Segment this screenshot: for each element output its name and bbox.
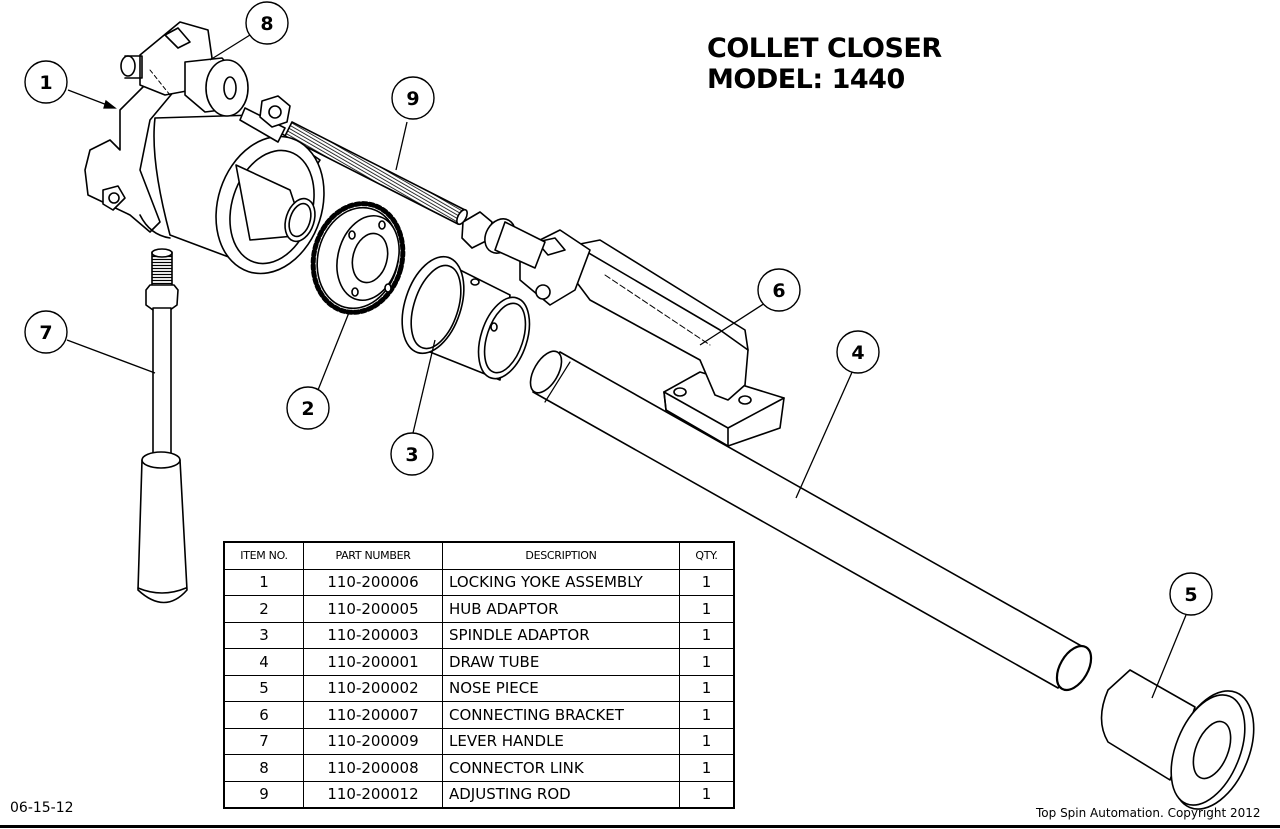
cell-part-number: 110-200009 — [303, 727, 443, 755]
cell-description: LEVER HANDLE — [442, 727, 680, 755]
cell-qty: 1 — [679, 727, 735, 755]
hub-adaptor-part — [310, 201, 406, 315]
cell-qty: 1 — [679, 780, 735, 809]
title-line-model: MODEL: 1440 — [707, 64, 905, 95]
cell-description: HUB ADAPTOR — [442, 595, 680, 623]
cell-description: CONNECTOR LINK — [442, 754, 680, 782]
spindle-adaptor-part — [401, 255, 531, 381]
header-item-no: ITEM NO. — [223, 541, 304, 570]
balloon-2: 2 — [286, 386, 330, 430]
cell-description: LOCKING YOKE ASSEMBLY — [442, 568, 680, 596]
balloon-7: 7 — [24, 310, 68, 354]
drawing-title: COLLET CLOSER MODEL: 1440 — [707, 33, 942, 95]
bottom-border-rule — [0, 825, 1280, 828]
cell-qty: 1 — [679, 648, 735, 676]
cell-item-no: 7 — [223, 727, 304, 755]
cell-item-no: 8 — [223, 754, 304, 782]
cell-part-number: 110-200007 — [303, 701, 443, 729]
cell-description: NOSE PIECE — [442, 674, 680, 702]
cell-qty: 1 — [679, 568, 735, 596]
cell-part-number: 110-200003 — [303, 621, 443, 649]
balloon-8: 8 — [245, 1, 289, 45]
balloon-label: 6 — [772, 280, 785, 302]
balloon-4: 4 — [836, 330, 880, 374]
connecting-bracket-part — [519, 229, 785, 447]
cell-part-number: 110-200006 — [303, 568, 443, 596]
balloon-3: 3 — [390, 432, 434, 476]
cell-item-no: 6 — [223, 701, 304, 729]
balloon-6: 6 — [757, 268, 801, 312]
leader-lines — [66, 34, 1187, 699]
balloon-label: 8 — [260, 13, 273, 35]
cell-item-no: 1 — [223, 568, 304, 596]
drawing-date: 06-15-12 — [10, 800, 74, 816]
title-line-product: COLLET CLOSER — [707, 33, 942, 64]
adjusting-rod-part — [284, 121, 468, 226]
cell-item-no: 9 — [223, 780, 304, 809]
cell-part-number: 110-200001 — [303, 648, 443, 676]
adjusting-rod-end — [461, 211, 546, 269]
balloon-9: 9 — [391, 76, 435, 120]
header-description: DESCRIPTION — [442, 541, 680, 570]
cell-description: CONNECTING BRACKET — [442, 701, 680, 729]
cell-part-number: 110-200005 — [303, 595, 443, 623]
cell-description: DRAW TUBE — [442, 648, 680, 676]
balloon-label: 5 — [1184, 584, 1197, 606]
cell-item-no: 5 — [223, 674, 304, 702]
cell-description: SPINDLE ADAPTOR — [442, 621, 680, 649]
header-part-number: PART NUMBER — [303, 541, 443, 570]
copyright-notice: Top Spin Automation. Copyright 2012 — [1036, 806, 1261, 820]
cell-item-no: 4 — [223, 648, 304, 676]
header-qty: QTY. — [679, 541, 735, 570]
connector-link-part — [184, 57, 291, 143]
table-header-row: ITEM NO. PART NUMBER DESCRIPTION QTY. — [223, 541, 735, 570]
balloon-label: 1 — [39, 72, 52, 94]
cell-qty: 1 — [679, 595, 735, 623]
cell-qty: 1 — [679, 701, 735, 729]
cell-qty: 1 — [679, 621, 735, 649]
cell-part-number: 110-200008 — [303, 754, 443, 782]
cell-item-no: 2 — [223, 595, 304, 623]
lever-handle-part — [137, 248, 188, 604]
balloon-5: 5 — [1169, 572, 1213, 616]
balloon-label: 2 — [301, 398, 314, 420]
balloon-label: 3 — [405, 444, 418, 466]
cell-part-number: 110-200002 — [303, 674, 443, 702]
cell-part-number: 110-200012 — [303, 780, 443, 809]
draw-tube-part — [529, 350, 1093, 692]
nose-piece-part — [1100, 669, 1255, 810]
locking-yoke-part — [84, 21, 325, 275]
cell-qty: 1 — [679, 754, 735, 782]
balloon-label: 9 — [406, 88, 419, 110]
balloon-1: 1 — [24, 60, 68, 104]
cell-qty: 1 — [679, 674, 735, 702]
balloon-label: 4 — [851, 342, 864, 364]
cell-item-no: 3 — [223, 621, 304, 649]
cell-description: ADJUSTING ROD — [442, 780, 680, 809]
balloon-label: 7 — [39, 322, 52, 344]
